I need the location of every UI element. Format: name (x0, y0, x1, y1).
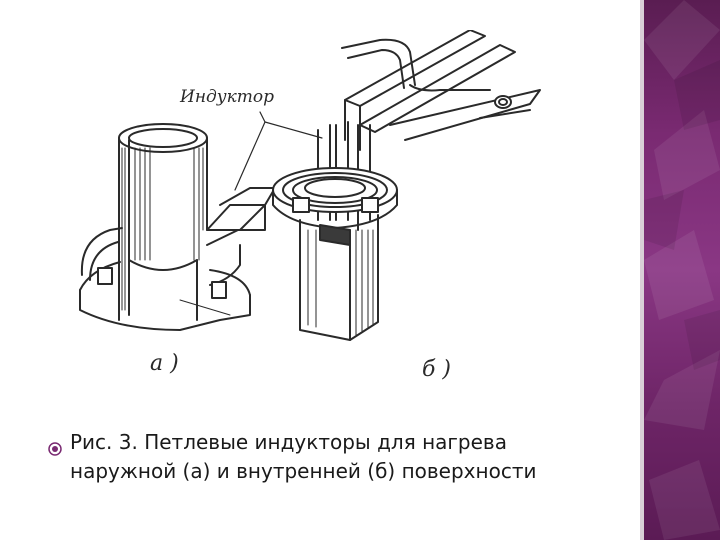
inductor-drawing: Индуктор а ) б ) (79, 30, 541, 382)
caption-line-1: Рис. 3. Петлевые индукторы для нагрева (70, 430, 507, 454)
caption: Рис. 3. Петлевые индукторы для нагрева н… (48, 428, 628, 486)
label-a: а ) (150, 351, 179, 376)
side-band (644, 0, 720, 540)
label-inductor: Индуктор (179, 87, 274, 107)
label-b: б ) (422, 357, 451, 382)
caption-text: Рис. 3. Петлевые индукторы для нагрева н… (70, 428, 628, 486)
caption-line-2: наружной (а) и внутренней (б) поверхност… (70, 459, 537, 483)
inductor-a-drawing (79, 123, 276, 331)
side-edge (640, 0, 644, 540)
inductor-b-drawing (272, 30, 541, 341)
inductor-figure: Индуктор а ) б ) (60, 30, 560, 390)
target-bullet-icon (48, 435, 62, 456)
